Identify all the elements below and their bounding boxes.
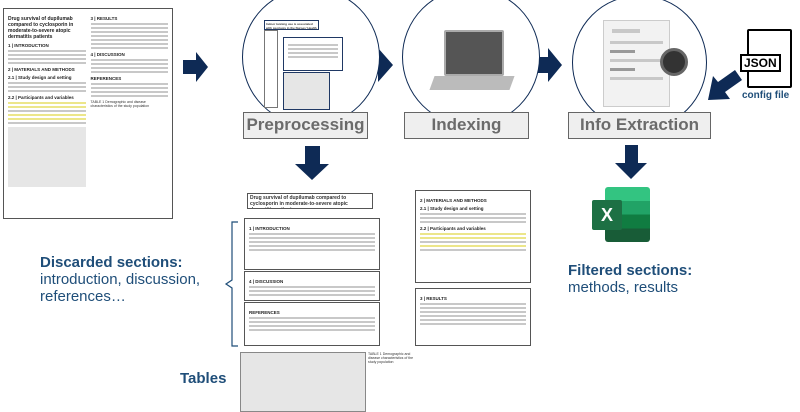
heading-discussion: 4 | DISCUSSION xyxy=(90,52,125,57)
discussion-piece: 4 | DISCUSSION xyxy=(244,271,380,301)
piece-heading-discussion: 4 | DISCUSSION xyxy=(249,279,284,284)
preprocessing-column-icon xyxy=(264,30,278,108)
heading-participants: 2.2 | Participants and variables xyxy=(8,95,74,100)
discarded-line1: introduction, discussion, xyxy=(40,271,201,288)
preprocessing-text-box xyxy=(283,37,343,71)
config-file-caption: config file xyxy=(742,90,790,101)
filtered-line1: methods, results xyxy=(568,279,679,296)
piece-heading-participants: 2.2 | Participants and variables xyxy=(420,226,486,231)
arrow-paper-to-preprocessing xyxy=(183,52,208,82)
piece-heading-methods: 2 | MATERIALS AND METHODS xyxy=(420,198,487,203)
heading-references: REFERENCES xyxy=(90,76,122,81)
json-label: JSON xyxy=(740,54,781,72)
heading-study-design: 2.1 | Study design and setting xyxy=(8,75,72,80)
filtered-title: Filtered sections: xyxy=(568,262,693,279)
excel-letter: X xyxy=(592,200,622,230)
document-extraction-icon xyxy=(603,20,670,107)
paper-table xyxy=(8,127,86,187)
stage-info-extraction: Info Extraction xyxy=(568,112,711,139)
source-paper: Drug survival of dupilumab compared to c… xyxy=(3,8,173,219)
heading-results: 3 | RESULTS xyxy=(90,16,118,21)
preprocessing-table-box xyxy=(283,72,330,110)
arrow-extraction-to-excel xyxy=(615,145,647,179)
discarded-bracket xyxy=(224,221,238,347)
preprocessing-title-box: Indoor tanning use is associated with ps… xyxy=(264,20,319,30)
arrow-indexing-to-extraction xyxy=(533,48,562,82)
stage-preprocessing: Preprocessing xyxy=(243,112,368,139)
methods-piece: 2 | MATERIALS AND METHODS 2.1 | Study des… xyxy=(415,190,531,283)
table-piece-caption: TABLE 1 Demographic and disease characte… xyxy=(368,352,414,364)
table-piece xyxy=(240,352,366,412)
gear-icon xyxy=(660,48,688,76)
references-piece: REFERENCES xyxy=(244,302,380,346)
discarded-line2: references… xyxy=(40,288,126,305)
laptop-icon xyxy=(429,30,515,95)
discarded-annotation: Discarded sections: introduction, discus… xyxy=(40,254,200,305)
arrow-config-to-extraction xyxy=(708,70,742,100)
results-piece: 3 | RESULTS xyxy=(415,288,531,346)
discarded-title: Discarded sections: xyxy=(40,254,183,271)
arrow-preprocessing-down xyxy=(295,146,329,180)
heading-methods: 2 | MATERIALS AND METHODS xyxy=(8,67,75,72)
paper-title: Drug survival of dupilumab compared to c… xyxy=(8,16,74,40)
table-caption: TABLE 1 Demographic and disease characte… xyxy=(90,100,150,108)
heading-intro: 1 | INTRODUCTION xyxy=(8,43,49,48)
piece-heading-intro: 1 | INTRODUCTION xyxy=(249,226,290,231)
tables-label: Tables xyxy=(180,370,227,387)
intro-piece: 1 | INTRODUCTION xyxy=(244,218,380,270)
filtered-annotation: Filtered sections: methods, results xyxy=(568,262,692,296)
piece-heading-references: REFERENCES xyxy=(249,310,280,315)
piece-heading-results: 3 | RESULTS xyxy=(420,296,447,301)
paper-title-piece: Drug survival of dupilumab compared to c… xyxy=(247,193,373,209)
piece-heading-study-design: 2.1 | Study design and setting xyxy=(420,206,484,211)
stage-indexing: Indexing xyxy=(404,112,529,139)
